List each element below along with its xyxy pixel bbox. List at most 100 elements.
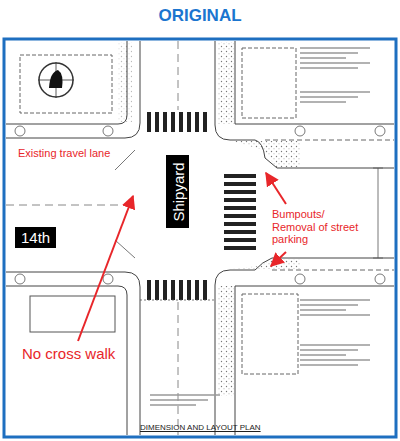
red-callout-arrow-part — [78, 196, 133, 341]
curb-lines-part — [235, 286, 394, 435]
plan-notes-part — [300, 52, 358, 53]
curb-lines-part — [6, 41, 127, 124]
lane-centerline-part — [6, 205, 135, 206]
plan-caption: DIMENSION AND LAYOUT PLAN — [140, 423, 261, 432]
plan-notes-part — [300, 344, 370, 345]
crosswalk-stripes-part — [195, 112, 199, 132]
crosswalk-stripes-part — [203, 280, 207, 300]
old-curb-dashed — [265, 140, 394, 270]
north-arrow-part — [49, 70, 63, 88]
street-name-box: Shipyard — [166, 155, 189, 228]
sidewalk-stipple-part — [232, 141, 300, 167]
lane-centerline-part — [178, 41, 179, 110]
tree-symbol-part — [15, 274, 25, 284]
plan-notes-part — [300, 354, 346, 355]
tree-symbol — [15, 126, 385, 284]
plan-notes-part — [300, 304, 358, 305]
plan-notes-part — [300, 101, 346, 102]
lane-centerline — [6, 41, 178, 435]
plan-notes-part — [300, 62, 370, 63]
tree-symbol-part — [295, 126, 305, 136]
tree-symbol-part — [103, 274, 113, 284]
tree-symbol-part — [295, 274, 305, 284]
dimension-line — [115, 150, 383, 300]
plan-notes-part — [150, 399, 208, 400]
sidewalk-stipple-part — [118, 42, 132, 122]
crosswalk-stripes-part — [224, 230, 256, 234]
crosswalk-stripes-part — [163, 112, 167, 132]
plan-notes-part — [300, 314, 370, 315]
crosswalk-stripes-part — [187, 112, 191, 132]
plan-notes-part — [300, 349, 358, 350]
building-outline — [20, 48, 298, 374]
plan-notes-part — [300, 364, 358, 365]
sidewalk-stipple-part — [218, 286, 234, 396]
crosswalk-stripes-part — [163, 280, 167, 300]
curb-lines-part — [235, 41, 394, 124]
crosswalk-stripes — [147, 112, 256, 300]
red-annotation: Existing travel lane — [18, 147, 110, 160]
crosswalk-stripes-part — [224, 206, 256, 210]
crosswalk-stripes-part — [155, 112, 159, 132]
curb-lines-part — [215, 258, 394, 435]
tree-symbol-part — [103, 126, 113, 136]
street-name: 14th — [21, 229, 50, 246]
tree-symbol-part — [15, 126, 25, 136]
dimension-line-part — [115, 150, 135, 258]
tree-symbol-part — [375, 126, 385, 136]
crosswalk-stripes-part — [224, 190, 256, 194]
old-curb-dashed-part — [265, 140, 394, 141]
plan-notes-part — [300, 96, 358, 97]
red-callout-arrow-part — [271, 252, 286, 266]
crosswalk-stripes-part — [224, 246, 256, 250]
building-outline-part — [242, 48, 296, 118]
street-name-box: 14th — [15, 227, 56, 248]
crosswalk-stripes-part — [179, 280, 183, 300]
crosswalk-stripes-part — [224, 214, 256, 218]
north-arrow — [38, 62, 74, 98]
dimension-line-part — [373, 168, 383, 258]
crosswalk-stripes-part — [147, 112, 151, 132]
plan-notes-part — [150, 394, 220, 395]
crosswalk-stripes-part — [179, 112, 183, 132]
page-title: ORIGINAL — [0, 6, 400, 26]
crosswalk-stripes-part — [171, 280, 175, 300]
plan-notes-part — [300, 67, 358, 68]
north-arrow-part — [39, 63, 73, 97]
crosswalk-stripes-part — [187, 280, 191, 300]
crosswalk-stripes-part — [224, 198, 256, 202]
crosswalk-stripes-part — [224, 238, 256, 242]
crosswalk-stripes-part — [224, 174, 256, 178]
plan-notes-part — [300, 47, 370, 48]
plan-notes-part — [300, 91, 370, 92]
red-annotation: No cross walk — [22, 345, 115, 362]
sidewalk-stipple-part — [218, 42, 234, 124]
tree-symbol-part — [375, 274, 385, 284]
curb-lines-part — [215, 41, 394, 168]
north-arrow-part — [38, 62, 74, 98]
plan-notes-part — [300, 359, 370, 360]
curb-lines-part — [6, 272, 140, 435]
lane-centerline-part — [178, 302, 179, 435]
plan-notes-part — [300, 309, 346, 310]
plan-notes — [150, 48, 370, 405]
dimension-line-part — [140, 300, 215, 301]
crosswalk-stripes-part — [203, 112, 207, 132]
curb-lines-part — [6, 41, 140, 138]
crosswalk-stripes-part — [195, 280, 199, 300]
red-annotation: Bumpouts/ Removal of street parking — [272, 208, 367, 246]
crosswalk-stripes-part — [224, 182, 256, 186]
street-name: Shipyard — [169, 162, 186, 221]
curb-lines-part — [6, 286, 127, 435]
plan-notes-part — [300, 57, 346, 58]
curb-lines — [6, 41, 394, 435]
plan-notes-part — [300, 299, 370, 300]
plan-notes-part — [150, 404, 196, 405]
planter — [30, 296, 115, 332]
old-curb-dashed-part — [272, 270, 394, 271]
building-outline-part — [242, 294, 298, 374]
blue-frame — [4, 39, 396, 437]
